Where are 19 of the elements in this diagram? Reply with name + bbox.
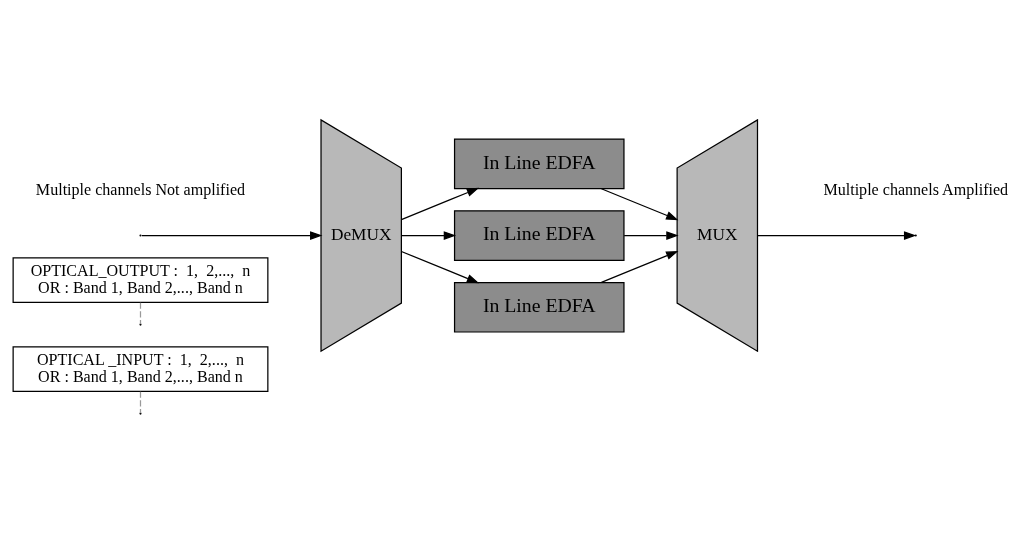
label: Multiple channels Not amplified: [35, 180, 246, 198]
arrow: [757, 230, 917, 240]
connector: [139, 301, 142, 324]
arrow: [400, 187, 480, 220]
arrow: [600, 187, 679, 220]
node-box: In Line EDFA: [453, 138, 625, 189]
arrow: [623, 230, 679, 240]
node-box: OPTICAL _INPUT : 1, 2,..., n OR : Band 1, Band 2,..., Band n: [12, 345, 269, 392]
node-box: In Line EDFA: [453, 281, 625, 333]
node-box: OPTICAL_OUTPUT : 1, 2,..., n OR : Band 1, Band 2,..., Band n: [12, 256, 269, 303]
node-box: DeMUX: [320, 118, 402, 352]
label: Multiple channels Amplified: [823, 180, 1009, 198]
arrow: [400, 250, 480, 283]
node-box: In Line EDFA: [453, 209, 625, 261]
node-box: MUX: [676, 118, 759, 352]
arrow: [141, 230, 323, 240]
connector: [139, 390, 142, 414]
arrow: [400, 230, 457, 240]
arrow: [600, 250, 679, 283]
